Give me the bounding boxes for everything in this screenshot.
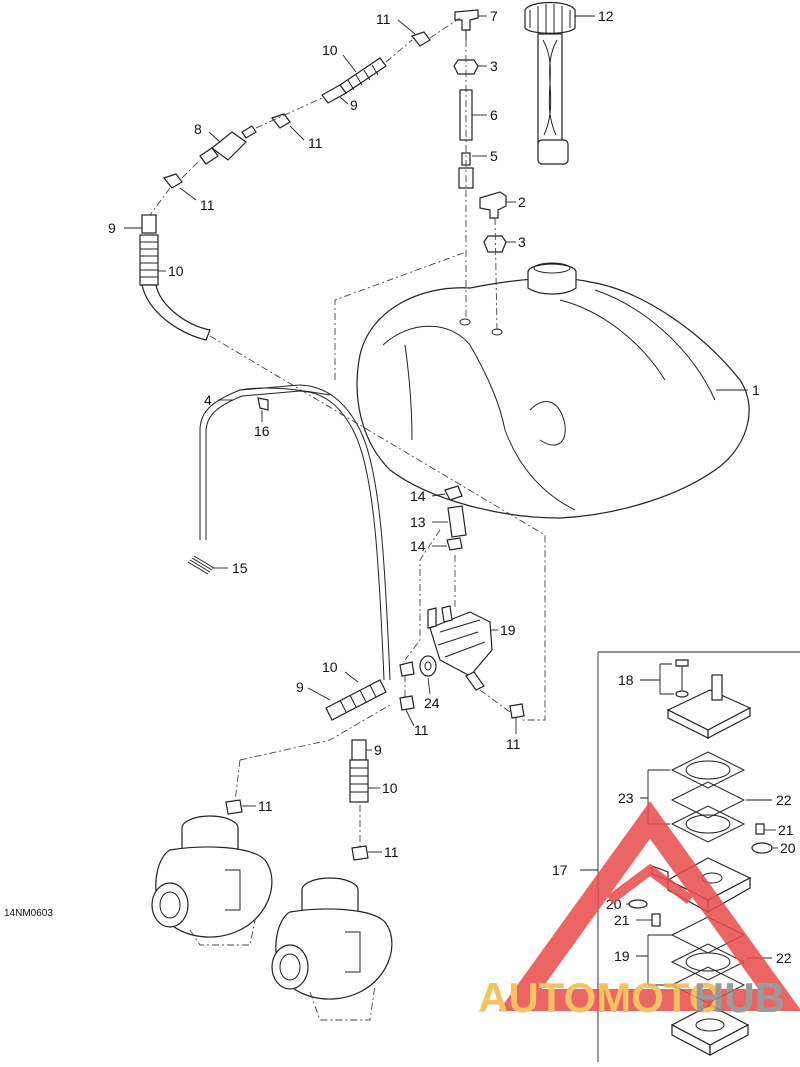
callout-19: 19	[614, 948, 630, 964]
callout-20: 20	[780, 840, 796, 856]
fuel-tank	[356, 262, 750, 519]
callout-16: 16	[254, 423, 270, 439]
callout-22: 22	[776, 950, 792, 966]
callout-11: 11	[200, 197, 215, 213]
callout-12: 12	[598, 8, 614, 24]
leader-lines	[124, 15, 778, 986]
callout-24: 24	[424, 695, 440, 711]
fuel-pump	[399, 485, 525, 719]
callout-21: 21	[614, 912, 630, 928]
watermark-triangle-icon	[498, 801, 800, 1011]
callout-19: 19	[500, 622, 516, 638]
callout-17: 17	[552, 862, 568, 878]
callout-labels: 11 7 12 10 3 9 6 8 11 5 11 2 9 3 10 1 4 …	[4, 8, 796, 966]
callout-11: 11	[506, 736, 521, 752]
callout-1: 1	[752, 382, 760, 398]
callout-11: 11	[384, 844, 399, 860]
callout-9: 9	[374, 742, 382, 758]
vent-tube	[187, 384, 391, 681]
watermark-brand-part1: AUTOMOTO	[478, 974, 721, 1021]
callout-23: 23	[618, 790, 634, 806]
callout-3: 3	[518, 234, 526, 250]
callout-7: 7	[490, 8, 498, 24]
watermark-m-icon	[607, 863, 693, 904]
callout-22: 22	[776, 792, 792, 808]
callout-11: 11	[308, 135, 323, 151]
callout-10: 10	[322, 42, 338, 58]
carb-hoses	[225, 679, 387, 861]
vent-hose-assembly	[139, 17, 461, 341]
callout-9: 9	[296, 679, 304, 695]
callout-10: 10	[382, 780, 398, 796]
callout-14: 14	[410, 488, 426, 504]
callout-14: 14	[410, 538, 426, 554]
callout-8: 8	[194, 121, 202, 137]
callout-18: 18	[618, 672, 634, 688]
callout-10: 10	[322, 659, 338, 675]
callout-9: 9	[108, 220, 116, 236]
callout-15: 15	[232, 560, 248, 576]
carburetor-left	[151, 815, 273, 946]
callout-11: 11	[414, 722, 429, 738]
top-fittings	[453, 9, 507, 331]
callout-13: 13	[410, 514, 426, 530]
callout-3: 3	[490, 58, 498, 74]
watermark-brand-part2: HUB	[694, 974, 785, 1021]
fuel-gauge-sender	[524, 1, 576, 165]
callout-4: 4	[204, 392, 212, 408]
callout-9: 9	[350, 97, 358, 113]
carburetor-right	[271, 877, 393, 1021]
callout-2: 2	[518, 194, 526, 210]
callout-6: 6	[490, 107, 498, 123]
drawing-code: 14NM0603	[4, 908, 53, 919]
callout-11: 11	[376, 11, 391, 27]
callout-5: 5	[490, 148, 498, 164]
callout-11: 11	[258, 798, 273, 814]
callout-21: 21	[778, 822, 794, 838]
watermark-logo: AUTOMOTO HUB	[478, 801, 800, 1021]
callout-10: 10	[168, 263, 184, 279]
